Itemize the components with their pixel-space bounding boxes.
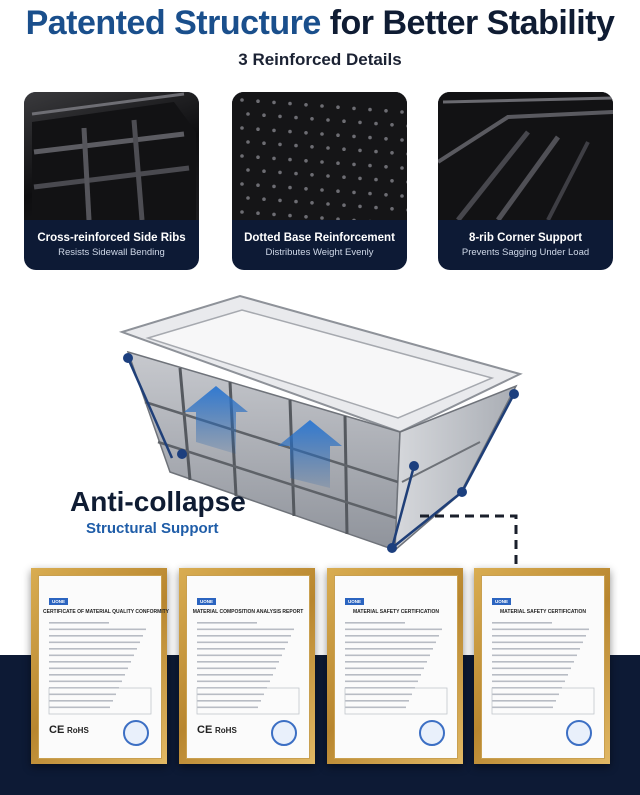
certificate-badge: UONE <box>197 598 217 605</box>
ce-mark: CE <box>197 724 213 736</box>
feature-card-side-ribs: Cross-reinforced Side Ribs Resists Sidew… <box>24 92 199 270</box>
title-highlight: Patented Structure <box>25 4 322 42</box>
page-subtitle: 3 Reinforced Details <box>238 50 402 69</box>
rohs-mark: RoHS <box>67 726 89 735</box>
feature-subtitle: Prevents Sagging Under Load <box>461 247 590 258</box>
feature-card-text: Dotted Base Reinforcement Distributes We… <box>232 220 407 270</box>
feature-title: 8-rib Corner Support <box>468 232 583 244</box>
feature-title: Cross-reinforced Side Ribs <box>37 232 186 244</box>
certificate-badge: UONE <box>345 598 365 605</box>
corner-support-photo <box>438 92 613 220</box>
feature-subtitle: Distributes Weight Evenly <box>265 247 374 258</box>
certificate-title: CERTIFICATE OF MATERIAL QUALITY CONFORMI… <box>43 609 170 615</box>
feature-card-dotted-base: Dotted Base Reinforcement Distributes We… <box>232 92 407 270</box>
certificate-quality-conformity: UONE CERTIFICATE OF MATERIAL QUALITY CON… <box>31 568 170 764</box>
certificate-composition-report: UONE MATERIAL COMPOSITION ANALYSIS REPOR… <box>179 568 315 764</box>
feature-card-corner-support: 8-rib Corner Support Prevents Sagging Un… <box>438 92 613 270</box>
certificate-paper: UONE MATERIAL SAFETY CERTIFICATION <box>334 575 458 759</box>
certificate-seal-icon <box>123 720 149 746</box>
anti-collapse-subtitle: Structural Support <box>86 520 219 537</box>
certificate-paper: UONE MATERIAL SAFETY CERTIFICATION <box>481 575 605 759</box>
certificate-seal-icon <box>419 720 445 746</box>
product-illustration <box>0 282 640 582</box>
side-ribs-photo <box>24 92 199 220</box>
anti-collapse-title: Anti-collapse <box>70 486 246 517</box>
certificate-safety-2: UONE MATERIAL SAFETY CERTIFICATION <box>474 568 610 764</box>
certificate-seal-icon <box>566 720 592 746</box>
feature-card-text: 8-rib Corner Support Prevents Sagging Un… <box>438 220 613 270</box>
feature-card-text: Cross-reinforced Side Ribs Resists Sidew… <box>24 220 199 270</box>
certificate-badge: UONE <box>492 598 512 605</box>
title-rest: for Better Stability <box>329 4 615 42</box>
certificate-badge: UONE <box>49 598 69 605</box>
feature-title: Dotted Base Reinforcement <box>244 232 395 244</box>
page-title: Patented Structure for Better Stability <box>0 4 640 43</box>
ce-mark: CE <box>49 724 65 736</box>
certificate-safety-1: UONE MATERIAL SAFETY CERTIFICATION <box>327 568 463 764</box>
certificate-title: MATERIAL COMPOSITION ANALYSIS REPORT <box>192 609 304 615</box>
certificate-paper: UONE MATERIAL COMPOSITION ANALYSIS REPOR… <box>186 575 310 759</box>
certificate-paper: UONE CERTIFICATE OF MATERIAL QUALITY CON… <box>38 575 170 759</box>
certificate-title: MATERIAL SAFETY CERTIFICATION <box>352 609 440 615</box>
rohs-mark: RoHS <box>215 726 237 735</box>
feature-subtitle: Resists Sidewall Bending <box>58 247 165 258</box>
certificate-seal-icon <box>271 720 297 746</box>
dotted-base-photo <box>232 92 407 220</box>
certificate-title: MATERIAL SAFETY CERTIFICATION <box>499 609 587 615</box>
